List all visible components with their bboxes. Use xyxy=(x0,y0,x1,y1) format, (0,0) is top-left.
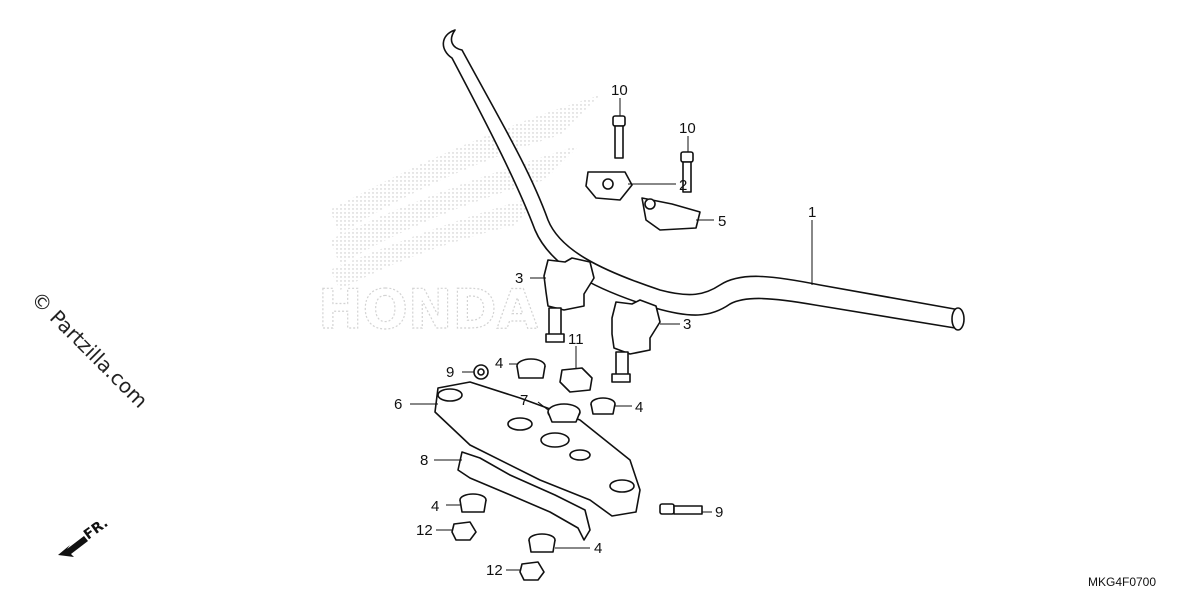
callout-2: 2 xyxy=(679,177,687,194)
front-direction-arrow: FR. xyxy=(58,515,111,557)
callout-12b: 12 xyxy=(486,562,503,579)
top-bridge-part xyxy=(434,381,641,517)
collar-part xyxy=(547,403,581,423)
callout-8: 8 xyxy=(420,452,428,469)
partzilla-watermark: © Partzilla.com xyxy=(26,287,152,413)
callout-6: 6 xyxy=(394,396,402,413)
bolt-9-lower xyxy=(659,503,703,515)
callout-9a: 9 xyxy=(446,364,454,381)
cushion-rubber-3 xyxy=(459,493,487,513)
nut-part xyxy=(559,367,593,393)
cushion-rubber-4 xyxy=(528,533,556,553)
honda-wing-logo: HONDA xyxy=(317,95,600,342)
callout-1: 1 xyxy=(808,204,816,221)
bracket-part xyxy=(457,451,591,541)
callout-3a: 3 xyxy=(515,270,523,287)
callout-5: 5 xyxy=(718,213,726,230)
callout-11: 11 xyxy=(568,331,584,348)
callout-4b: 4 xyxy=(635,399,643,416)
callout-10b: 10 xyxy=(679,120,696,137)
diagram-code: MKG4F0700 xyxy=(1088,575,1156,589)
upper-holder-left xyxy=(585,171,633,201)
bolt-right xyxy=(680,151,694,193)
leader-lines xyxy=(410,98,813,571)
riser-left xyxy=(543,257,595,343)
flange-nut-2 xyxy=(519,561,545,581)
callout-9b: 9 xyxy=(715,504,723,521)
bolt-9-upper xyxy=(473,364,489,380)
riser-right xyxy=(611,299,661,383)
callout-3b: 3 xyxy=(683,316,691,333)
callout-4d: 4 xyxy=(594,540,602,557)
callout-4a: 4 xyxy=(495,355,503,372)
handlebar-part xyxy=(442,29,965,331)
honda-logo-text: HONDA xyxy=(318,278,538,341)
flange-nut-1 xyxy=(451,521,477,541)
cushion-rubber-1 xyxy=(516,358,546,379)
bolt-left xyxy=(612,115,626,159)
callout-4c: 4 xyxy=(431,498,439,515)
callout-10a: 10 xyxy=(611,82,628,99)
cushion-rubber-2 xyxy=(590,397,616,415)
upper-holder-right xyxy=(641,197,701,231)
callout-12a: 12 xyxy=(416,522,433,539)
callout-7: 7 xyxy=(520,392,528,409)
